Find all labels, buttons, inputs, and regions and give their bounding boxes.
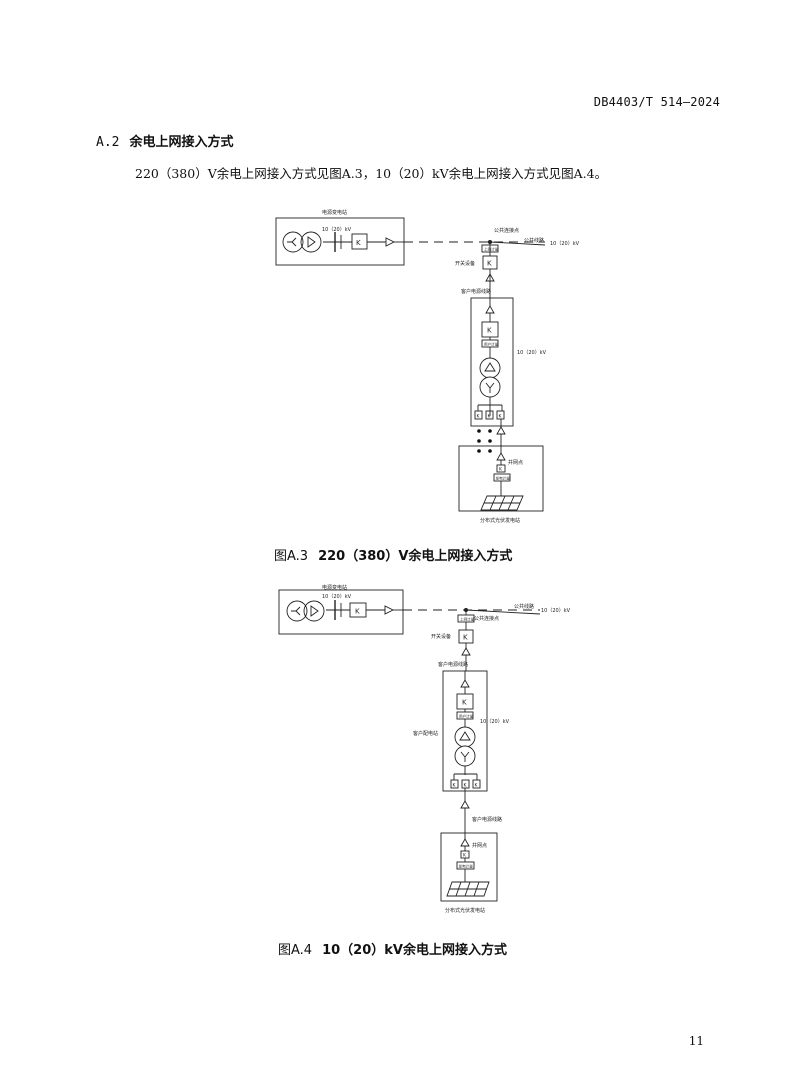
page-number: 11	[688, 1034, 704, 1048]
voltage-mid-label: 10（20）kV	[480, 719, 510, 725]
breaker-k-source	[351, 233, 368, 250]
section-heading: A.2 余电上网接入方式	[96, 131, 234, 150]
pv-station-label: 分布式光伏发电站	[445, 907, 485, 914]
customer-substation-label: 客户配电站	[413, 730, 438, 737]
solar-panel-icon	[446, 881, 490, 897]
triangle-symbol-icon	[307, 236, 316, 248]
voltage-label-top: 10（20）kV	[322, 594, 352, 600]
triangle-symbol-icon	[310, 605, 319, 617]
pv-meter-label: 发电计量	[496, 476, 511, 481]
generator-symbol-icon	[291, 606, 301, 616]
arrow-up-icon	[485, 273, 495, 282]
svg-text:K: K	[462, 699, 467, 707]
source-substation-label: 电源变电站	[322, 584, 347, 591]
source-substation-label: 电源变电站	[322, 209, 347, 216]
grid-point-label: 并网点	[472, 842, 487, 849]
svg-text:K: K	[355, 608, 360, 616]
customer-breaker-k	[456, 693, 474, 710]
grid-meter-label: 上网计量	[484, 247, 499, 252]
public-line-label: 公共线路	[514, 603, 534, 610]
grid-point-label: 并网点	[508, 459, 523, 466]
section-title: 余电上网接入方式	[129, 135, 234, 150]
pv-breaker-k	[496, 464, 506, 473]
pcc-label: 公共连接点	[474, 615, 499, 622]
section-number: A.2	[96, 135, 120, 150]
transformer-winding-2	[303, 600, 325, 622]
customer-line-label: 客户电源线路	[438, 661, 468, 668]
svg-text:K: K	[499, 414, 503, 420]
pv-station-box	[440, 832, 498, 902]
public-line-label: 公共线路	[524, 237, 544, 244]
svg-text:K: K	[463, 853, 467, 859]
body-paragraph: 220（380）V余电上网接入方式见图A.3，10（20）kV余电上网接入方式见…	[135, 166, 608, 181]
svg-text:K: K	[475, 783, 479, 789]
solar-panel-icon	[480, 495, 524, 511]
generator-symbol-icon	[287, 237, 297, 247]
delta-icon	[484, 362, 496, 372]
transformer-delta	[479, 357, 501, 379]
pv-station-box	[458, 445, 544, 512]
pv-station-label: 分布式光伏发电站	[480, 517, 520, 524]
outlet-breaker-2	[485, 410, 494, 420]
svg-text:K: K	[463, 634, 468, 642]
figure-a3-caption-text: 220（380）V余电上网接入方式	[318, 549, 513, 564]
transformer-delta	[454, 726, 476, 748]
svg-text:上网计量: 上网计量	[460, 617, 475, 622]
svg-text:用户计量: 用户计量	[459, 714, 474, 719]
figure-a4-caption-id: 图A.4	[278, 943, 313, 958]
svg-text:K: K	[477, 414, 481, 420]
omitted-feeders-dots	[477, 429, 492, 453]
customer-breaker-k-label: K	[487, 327, 492, 335]
figure-a3-caption-id: 图A.3	[274, 549, 309, 564]
pv-meter-box	[456, 861, 475, 870]
voltage-public-label: 10（20）kV	[541, 608, 571, 614]
svg-text:K: K	[464, 783, 468, 789]
figure-a3-caption: 图A.3 220（380）V余电上网接入方式	[274, 545, 512, 564]
delta-icon	[459, 731, 471, 741]
voltage-public-label: 10（20）kV	[550, 241, 580, 247]
outlet-breaker-3	[496, 410, 505, 420]
user-meter-box	[481, 339, 499, 348]
svg-text:发电计量: 发电计量	[459, 864, 474, 869]
switch-k-label: K	[487, 260, 492, 268]
figure-a3-diagram: 电源变电站 10（20）kV K 公共连接点 公共线路 10（20）kV 上网计…	[275, 209, 580, 524]
customer-line-2-label: 客户电源线路	[472, 816, 502, 823]
user-meter-label: 用户计量	[484, 342, 499, 347]
svg-text:K: K	[488, 414, 492, 420]
voltage-label-top: 10（20）kV	[322, 227, 352, 233]
source-substation-box	[275, 217, 405, 266]
customer-line-label: 客户电源线路	[461, 288, 491, 295]
switch-device-label: 开关设备	[431, 633, 451, 640]
switch-k	[482, 255, 498, 270]
switch-device-label: 开关设备	[455, 260, 475, 267]
switch-k	[458, 629, 474, 644]
transformer-winding-1	[286, 600, 308, 622]
wye-icon	[460, 751, 470, 762]
transformer-wye	[479, 376, 501, 398]
customer-box	[470, 297, 514, 427]
wye-icon	[485, 382, 495, 393]
customer-breaker-k	[481, 321, 499, 338]
grid-meter-box	[457, 614, 475, 623]
outlet-breaker-1	[474, 410, 483, 420]
pv-meter-box	[493, 473, 511, 482]
voltage-mid-label: 10（20）kV	[517, 350, 547, 356]
arrow-icon	[384, 605, 395, 615]
pcc-label: 公共连接点	[494, 227, 519, 234]
source-substation-box	[278, 589, 404, 635]
figure-a4-caption-text: 10（20）kV余电上网接入方式	[322, 943, 507, 958]
transformer-wye	[454, 745, 476, 767]
figure-a4-caption: 图A.4 10（20）kV余电上网接入方式	[278, 939, 507, 958]
transformer-winding-2	[300, 231, 322, 253]
figure-a4-diagram: 电源变电站 10（20）kV K 公共连接点 公共线路 10（20）kV 上网计…	[278, 584, 571, 914]
grid-meter-box	[481, 244, 499, 253]
document-code: DB4403/T 514—2024	[593, 95, 720, 109]
breaker-k-label: K	[356, 239, 361, 247]
transformer-winding-1	[282, 231, 304, 253]
svg-text:K: K	[499, 467, 503, 473]
svg-text:K: K	[453, 783, 457, 789]
user-meter-box	[456, 711, 474, 720]
arrow-icon	[385, 237, 396, 247]
